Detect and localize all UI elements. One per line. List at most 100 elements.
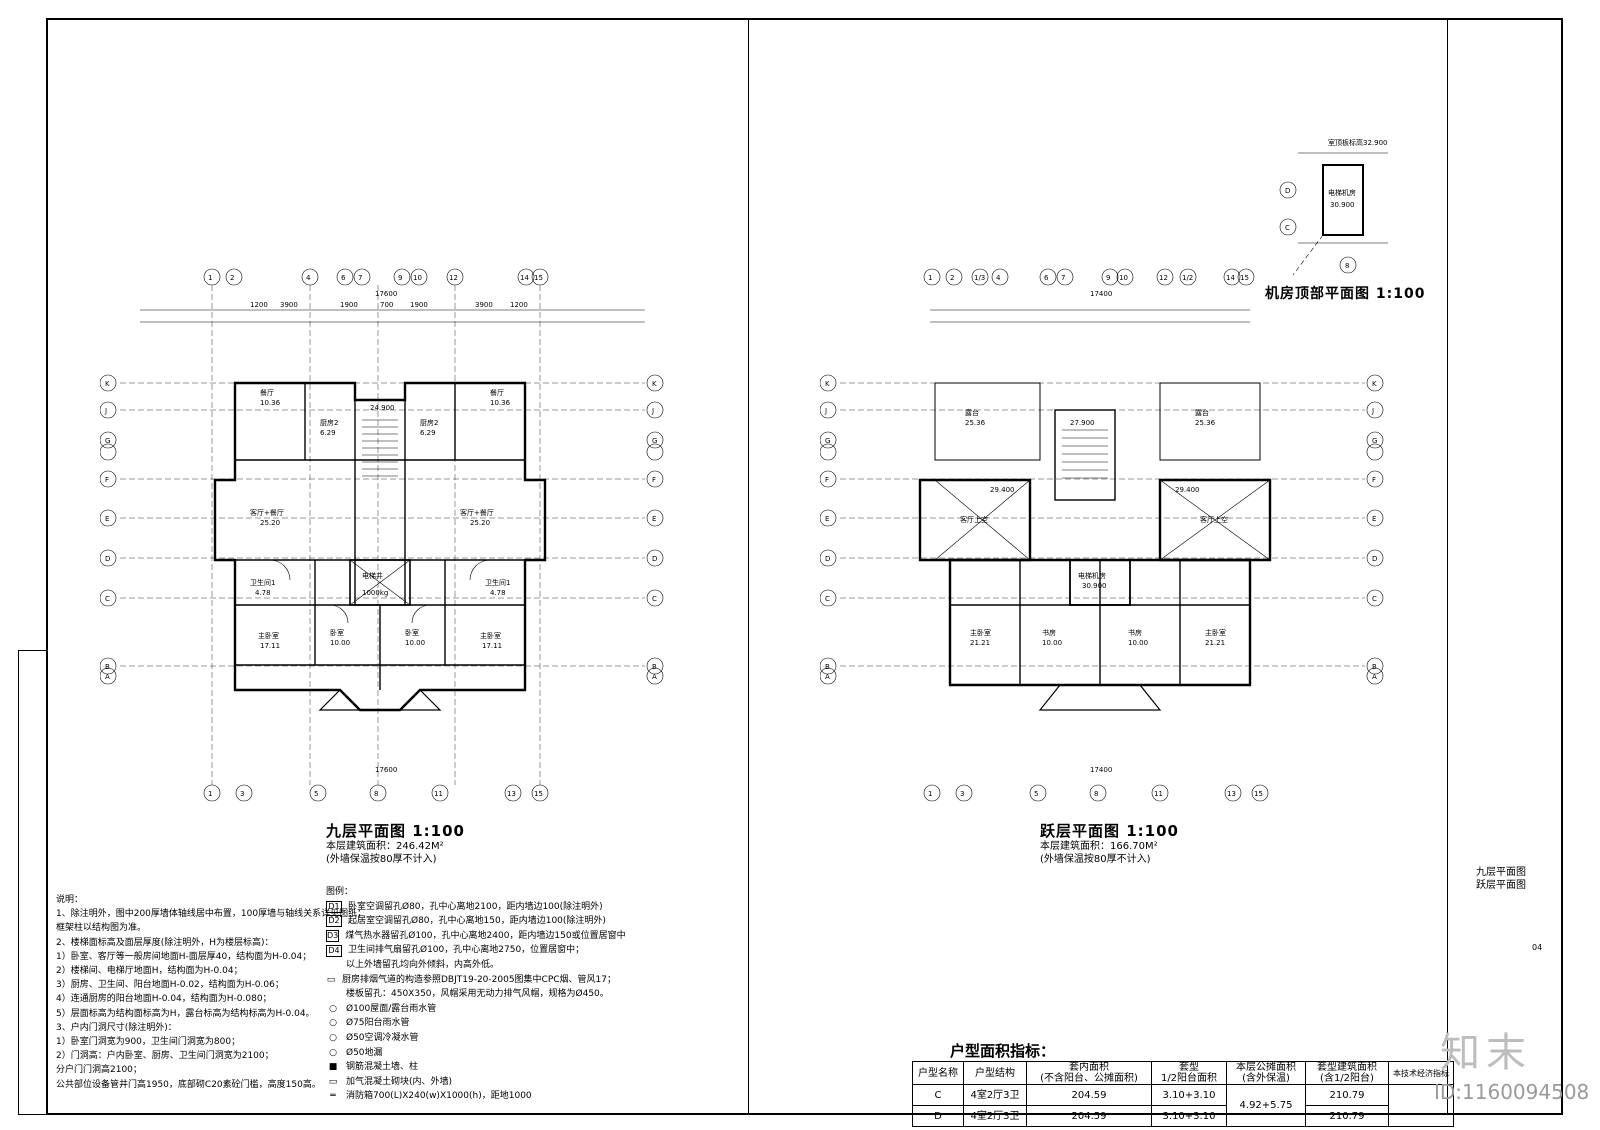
svg-text:J: J bbox=[104, 407, 107, 415]
svg-text:6: 6 bbox=[341, 274, 346, 282]
legend-symbol-row: ▭ 加气混凝土砌块(内、外墙) bbox=[326, 1075, 616, 1090]
drawing-name-line: 九层平面图 bbox=[1476, 867, 1526, 878]
table-cell: 4.92+5.75 bbox=[1226, 1084, 1306, 1127]
svg-text:29.400: 29.400 bbox=[990, 486, 1015, 494]
svg-text:1: 1 bbox=[208, 790, 212, 798]
legend-tag: D3 bbox=[326, 930, 340, 943]
svg-text:2: 2 bbox=[950, 274, 954, 282]
svg-text:C: C bbox=[652, 595, 657, 603]
svg-text:电梯机房: 电梯机房 bbox=[1078, 571, 1106, 580]
legend-text: 消防箱700(L)X240(w)X1000(h)，距地1000 bbox=[346, 1091, 532, 1102]
table-cell: 204.59 bbox=[1026, 1084, 1152, 1106]
svg-text:10.00: 10.00 bbox=[330, 639, 350, 647]
note-line: 3）厨房、卫生间、阳台地面H-0.02，结构面为H-0.06； bbox=[56, 980, 284, 991]
svg-text:K: K bbox=[825, 380, 830, 388]
title-block-divider bbox=[1447, 18, 1448, 1115]
legend-text: 起居室空调留孔Ø80，孔中心离地150，距内墙边100(除注明外) bbox=[348, 916, 606, 927]
right-plan-title: 跃层平面图 1:100 bbox=[1040, 822, 1179, 840]
svg-text:J: J bbox=[824, 407, 827, 415]
table-cell: 204.59 bbox=[1026, 1105, 1152, 1127]
header-cell: 本层公摊面积 (含外保温) bbox=[1226, 1061, 1306, 1085]
svg-text:8: 8 bbox=[374, 790, 378, 798]
note-line: 1）卧室门洞宽为900，卫生间门洞宽为800； bbox=[56, 1037, 241, 1048]
downpipe-icon: ○ bbox=[329, 1018, 337, 1029]
svg-text:E: E bbox=[652, 515, 656, 523]
svg-text:10: 10 bbox=[1119, 274, 1128, 282]
svg-text:E: E bbox=[105, 515, 109, 523]
svg-text:10.36: 10.36 bbox=[490, 399, 511, 407]
legend-heading: 图例： bbox=[326, 887, 354, 897]
note-line: 公共部位设备管井门高1950，底部砌C20素砼门槛，高度150高。 bbox=[56, 1079, 321, 1090]
svg-text:3: 3 bbox=[960, 790, 964, 798]
legend-text: 钢筋混凝土墙、柱 bbox=[346, 1062, 419, 1073]
legend-text: Ø100屋面/露台雨水管 bbox=[346, 1003, 437, 1014]
svg-text:3900: 3900 bbox=[475, 301, 493, 309]
left-plan-title: 九层平面图 1:100 bbox=[326, 822, 465, 840]
legend-text: 煤气热水器留孔Ø100，孔中心离地2400，距内墙边150或位置居窗中 bbox=[345, 930, 626, 941]
sheet-divider bbox=[748, 18, 749, 1115]
block-wall-icon: ▭ bbox=[328, 1076, 338, 1087]
svg-text:10.00: 10.00 bbox=[1042, 639, 1062, 647]
roof-plan-title: 机房顶部平面图 1:100 bbox=[1265, 286, 1426, 302]
downpipe-icon: ○ bbox=[329, 1003, 337, 1014]
svg-text:C: C bbox=[1285, 224, 1290, 232]
svg-text:8: 8 bbox=[1094, 790, 1098, 798]
svg-text:主卧室: 主卧室 bbox=[1205, 628, 1226, 637]
svg-text:F: F bbox=[1372, 476, 1376, 484]
header-cell: 本技术经济指标 bbox=[1388, 1061, 1454, 1085]
titleblock-drawing-name: 九层平面图 跃层平面图 bbox=[1476, 866, 1526, 892]
svg-text:E: E bbox=[825, 515, 829, 523]
left-signature-strip bbox=[18, 650, 46, 1115]
legend-extra: ▭厨房排烟气道的构造参照DBJT19-20-2005图集中CPC烟、管风17； bbox=[326, 973, 616, 988]
svg-text:B: B bbox=[105, 663, 110, 671]
svg-text:G: G bbox=[105, 437, 110, 445]
svg-text:F: F bbox=[105, 476, 109, 484]
legend-text: 以上外墙留孔均向外倾斜，内高外低。 bbox=[346, 959, 500, 970]
svg-text:客厅上空: 客厅上空 bbox=[1200, 515, 1228, 524]
svg-text:A: A bbox=[1372, 673, 1377, 681]
legend-extra: 楼板留孔：450X350，风帽采用无动力排气风帽，规格为Ø450。 bbox=[326, 987, 616, 1002]
svg-text:F: F bbox=[652, 476, 656, 484]
svg-text:B: B bbox=[1372, 663, 1377, 671]
note-line: 4）连通厨房的阳台地面H-0.04，结构面为H-0.080； bbox=[56, 994, 272, 1005]
svg-text:C: C bbox=[105, 595, 110, 603]
svg-text:B: B bbox=[652, 663, 657, 671]
legend-text: 加气混凝土砌块(内、外墙) bbox=[346, 1076, 453, 1087]
svg-text:700: 700 bbox=[380, 301, 393, 309]
legend-symbol-row: ○Ø50地漏 bbox=[326, 1046, 616, 1061]
note-line: 分户门门洞高2100； bbox=[56, 1065, 142, 1076]
roof-level: 30.900 bbox=[1330, 201, 1355, 209]
svg-text:15: 15 bbox=[1254, 790, 1263, 798]
svg-text:客厅+餐厅: 客厅+餐厅 bbox=[250, 508, 284, 517]
svg-text:25.20: 25.20 bbox=[470, 519, 490, 527]
legend-text: 楼板留孔：450X350，风帽采用无动力排气风帽，规格为Ø450。 bbox=[346, 989, 609, 1000]
note-line: 框架柱以结构图为准。 bbox=[56, 923, 147, 934]
sheet-number: 04 bbox=[1532, 943, 1543, 952]
note-line: 1）卧室、客厅等一般房间地面H-面层厚40，结构面为H-0.04； bbox=[56, 951, 312, 962]
svg-text:1000kg: 1000kg bbox=[362, 589, 388, 597]
svg-text:餐厅: 餐厅 bbox=[260, 388, 274, 397]
fire-box-icon: ═ bbox=[330, 1091, 336, 1102]
legend-symbol-row: ○Ø75阳台雨水管 bbox=[326, 1016, 616, 1031]
svg-text:G: G bbox=[1372, 437, 1377, 445]
svg-text:K: K bbox=[1372, 380, 1377, 388]
svg-text:1: 1 bbox=[928, 790, 932, 798]
svg-text:1/3: 1/3 bbox=[974, 274, 985, 282]
legend-tag: D4 bbox=[326, 944, 342, 957]
concrete-column-icon: ■ bbox=[328, 1062, 338, 1073]
legend-tag: D1 bbox=[326, 900, 342, 913]
header-cell: 套型 1/2阳台面积 bbox=[1151, 1061, 1227, 1085]
svg-text:2: 2 bbox=[230, 274, 234, 282]
svg-text:25.20: 25.20 bbox=[260, 519, 280, 527]
svg-text:21.21: 21.21 bbox=[970, 639, 990, 647]
svg-text:C: C bbox=[825, 595, 830, 603]
svg-text:D: D bbox=[825, 555, 830, 563]
svg-text:A: A bbox=[105, 673, 110, 681]
legend-extra: 以上外墙留孔均向外倾斜，内高外低。 bbox=[326, 958, 616, 973]
svg-text:主卧室: 主卧室 bbox=[258, 631, 279, 640]
svg-text:电梯井: 电梯井 bbox=[362, 571, 383, 580]
legend-symbol-row: ■ 钢筋混凝土墙、柱 bbox=[326, 1060, 616, 1075]
